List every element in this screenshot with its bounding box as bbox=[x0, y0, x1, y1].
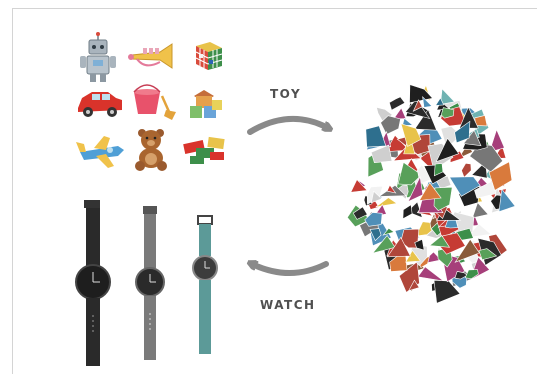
blocks-icon bbox=[190, 90, 222, 118]
teddy-bear-icon bbox=[135, 129, 167, 171]
watch-label: WATCH bbox=[260, 298, 316, 312]
robot-icon bbox=[80, 32, 116, 82]
airplane-icon bbox=[76, 136, 124, 168]
toy-car-icon bbox=[78, 92, 122, 117]
arrow-to-pile bbox=[250, 119, 328, 132]
bricks-icon bbox=[183, 137, 224, 164]
shred-fragment bbox=[434, 187, 452, 210]
bucket-icon bbox=[134, 85, 176, 120]
shredded-pile bbox=[347, 85, 515, 304]
shred-fragment bbox=[499, 189, 515, 212]
shred-fragment bbox=[366, 126, 386, 147]
shred-fragment bbox=[403, 205, 412, 219]
shred-fragment bbox=[472, 203, 488, 218]
shred-fragment bbox=[389, 97, 405, 110]
trumpet-icon bbox=[128, 44, 172, 68]
toy-label: TOY bbox=[270, 87, 301, 101]
watch-black bbox=[76, 200, 110, 366]
watch-grey bbox=[136, 206, 164, 360]
watch-teal bbox=[193, 216, 217, 354]
arrow-to-watches bbox=[252, 264, 326, 273]
shred-fragment bbox=[465, 270, 478, 279]
shred-fragment bbox=[462, 163, 472, 177]
cube-puzzle-icon bbox=[196, 42, 222, 70]
